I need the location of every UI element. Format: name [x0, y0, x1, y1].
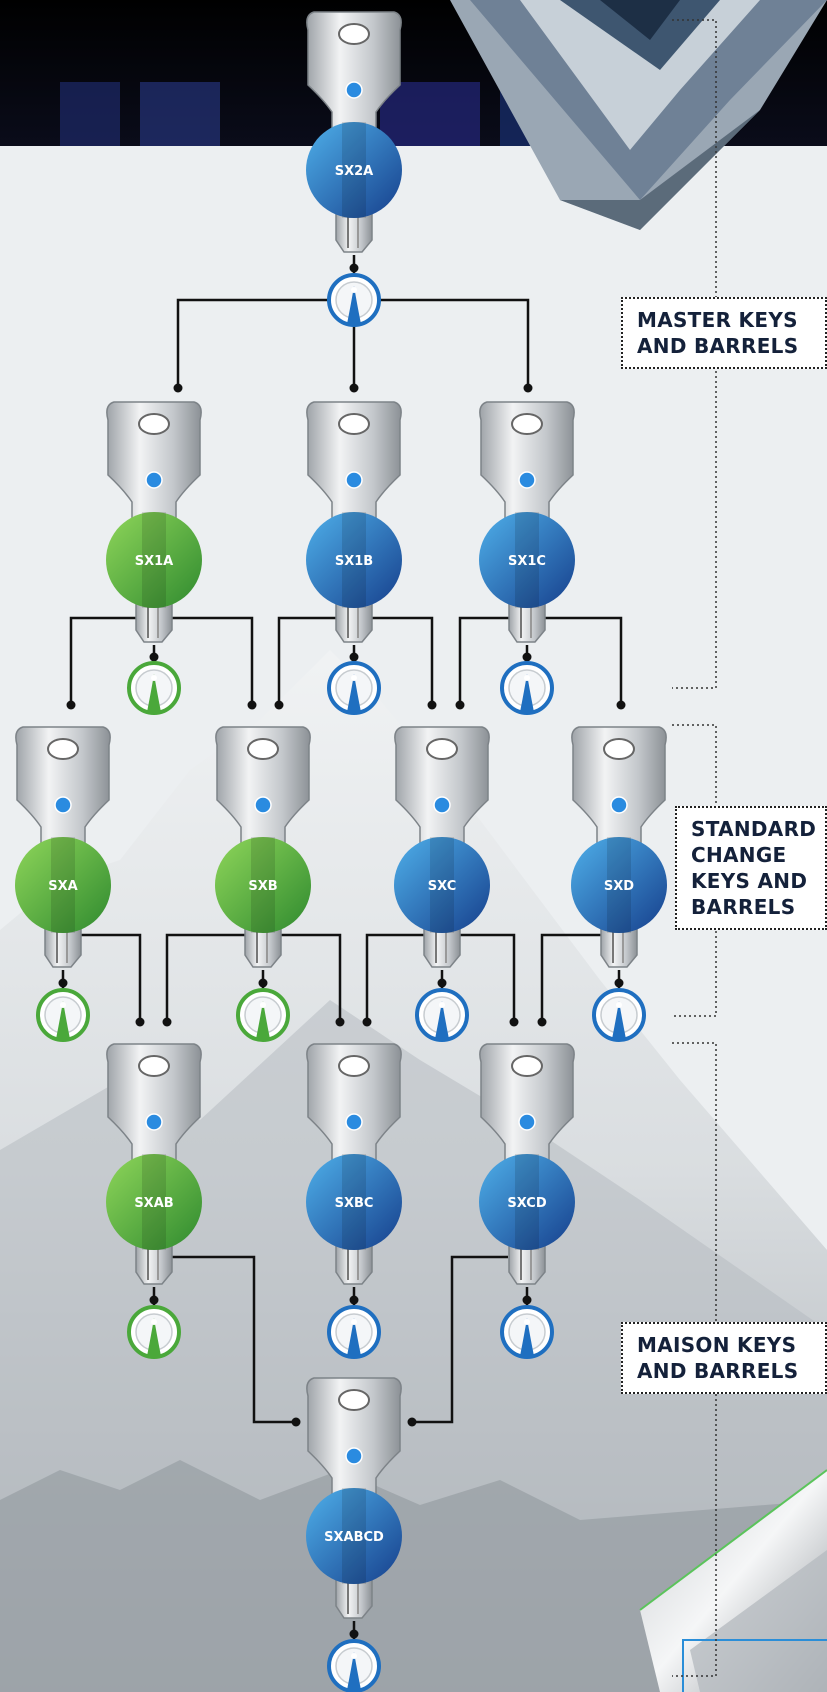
keys-layer: SX2A SX1A SX1B SX1C SXA SXB SXC SXD SXAB SXBC SXCD… — [15, 11, 667, 1619]
section-label-master-line2: AND BARRELS — [637, 334, 799, 358]
section-label-standard-line3: KEYS AND — [691, 869, 808, 893]
key-badge-sxabcd — [306, 1488, 402, 1584]
key-label-sx1c: SX1C — [508, 554, 546, 569]
header-window-3 — [380, 82, 480, 146]
key-badge-sxd — [571, 837, 667, 933]
key-label-sxcd: SXCD — [507, 1196, 546, 1211]
key-badge-sxc — [394, 837, 490, 933]
key-sxcd: SXCD — [479, 1043, 575, 1285]
key-label-sxab: SXAB — [134, 1196, 173, 1211]
key-label-sxa: SXA — [48, 879, 77, 894]
section-label-standard-line4: BARRELS — [691, 895, 796, 919]
barrel-icon-sxcd — [500, 1305, 554, 1359]
section-label-maison: MAISON KEYS AND BARRELS — [621, 1322, 827, 1394]
connector-lines — [58, 255, 626, 1639]
section-label-standard-line1: STANDARD — [691, 817, 817, 841]
key-badge-sxb — [215, 837, 311, 933]
barrel-icon-sxa — [36, 988, 90, 1042]
key-sx1a: SX1A — [106, 401, 202, 643]
key-sxa: SXA — [15, 726, 111, 968]
key-badge-sx1a — [106, 512, 202, 608]
section-label-master-line1: MASTER KEYS — [637, 308, 798, 332]
key-label-sx2a: SX2A — [335, 164, 374, 179]
key-label-sxd: SXD — [604, 879, 634, 894]
key-label-sxc: SXC — [428, 879, 456, 894]
key-label-sxbc: SXBC — [335, 1196, 374, 1211]
key-badge-sx1c — [479, 512, 575, 608]
barrel-icon-sxbc — [327, 1305, 381, 1359]
key-sxc: SXC — [394, 726, 490, 968]
key-sxbc: SXBC — [306, 1043, 402, 1285]
barrel-icon-sxab — [127, 1305, 181, 1359]
key-label-sx1a: SX1A — [135, 554, 174, 569]
key-badge-sxcd — [479, 1154, 575, 1250]
barrel-icon-sx1a — [127, 661, 181, 715]
key-label-sxabcd: SXABCD — [324, 1530, 384, 1545]
key-sxd: SXD — [571, 726, 667, 968]
key-sxabcd: SXABCD — [306, 1377, 402, 1619]
glass-prism-graphic — [450, 0, 827, 230]
key-badge-sx1b — [306, 512, 402, 608]
header-window-1 — [60, 82, 120, 146]
forest-band — [0, 1460, 827, 1692]
barrel-icon-sx1b — [327, 661, 381, 715]
section-label-maison-line2: AND BARRELS — [637, 1359, 799, 1383]
key-badge-sxbc — [306, 1154, 402, 1250]
key-sxb: SXB — [215, 726, 311, 968]
barrel-icon-sx1c — [500, 661, 554, 715]
barrel-icon-sxabcd — [327, 1639, 381, 1692]
barrels-layer — [36, 273, 646, 1692]
aluminium-rod-graphic — [639, 1469, 827, 1692]
key-badge-sxa — [15, 837, 111, 933]
barrel-icon-sxc — [415, 988, 469, 1042]
barrel-icon-sxd — [592, 988, 646, 1042]
key-label-sx1b: SX1B — [335, 554, 373, 569]
key-sx1c: SX1C — [479, 401, 575, 643]
key-sx1b: SX1B — [306, 401, 402, 643]
header-window-2 — [140, 82, 220, 146]
key-badge-sxab — [106, 1154, 202, 1250]
key-sx2a: SX2A — [306, 11, 402, 253]
section-label-maison-line1: MAISON KEYS — [637, 1333, 797, 1357]
key-label-sxb: SXB — [248, 879, 277, 894]
key-sxab: SXAB — [106, 1043, 202, 1285]
section-label-standard-line2: CHANGE — [691, 843, 787, 867]
barrel-icon-sx2a — [327, 273, 381, 327]
barrel-icon-sxb — [236, 988, 290, 1042]
key-badge-sx2a — [306, 122, 402, 218]
section-label-standard: STANDARD CHANGE KEYS AND BARRELS — [675, 806, 827, 930]
section-label-master: MASTER KEYS AND BARRELS — [621, 297, 827, 369]
